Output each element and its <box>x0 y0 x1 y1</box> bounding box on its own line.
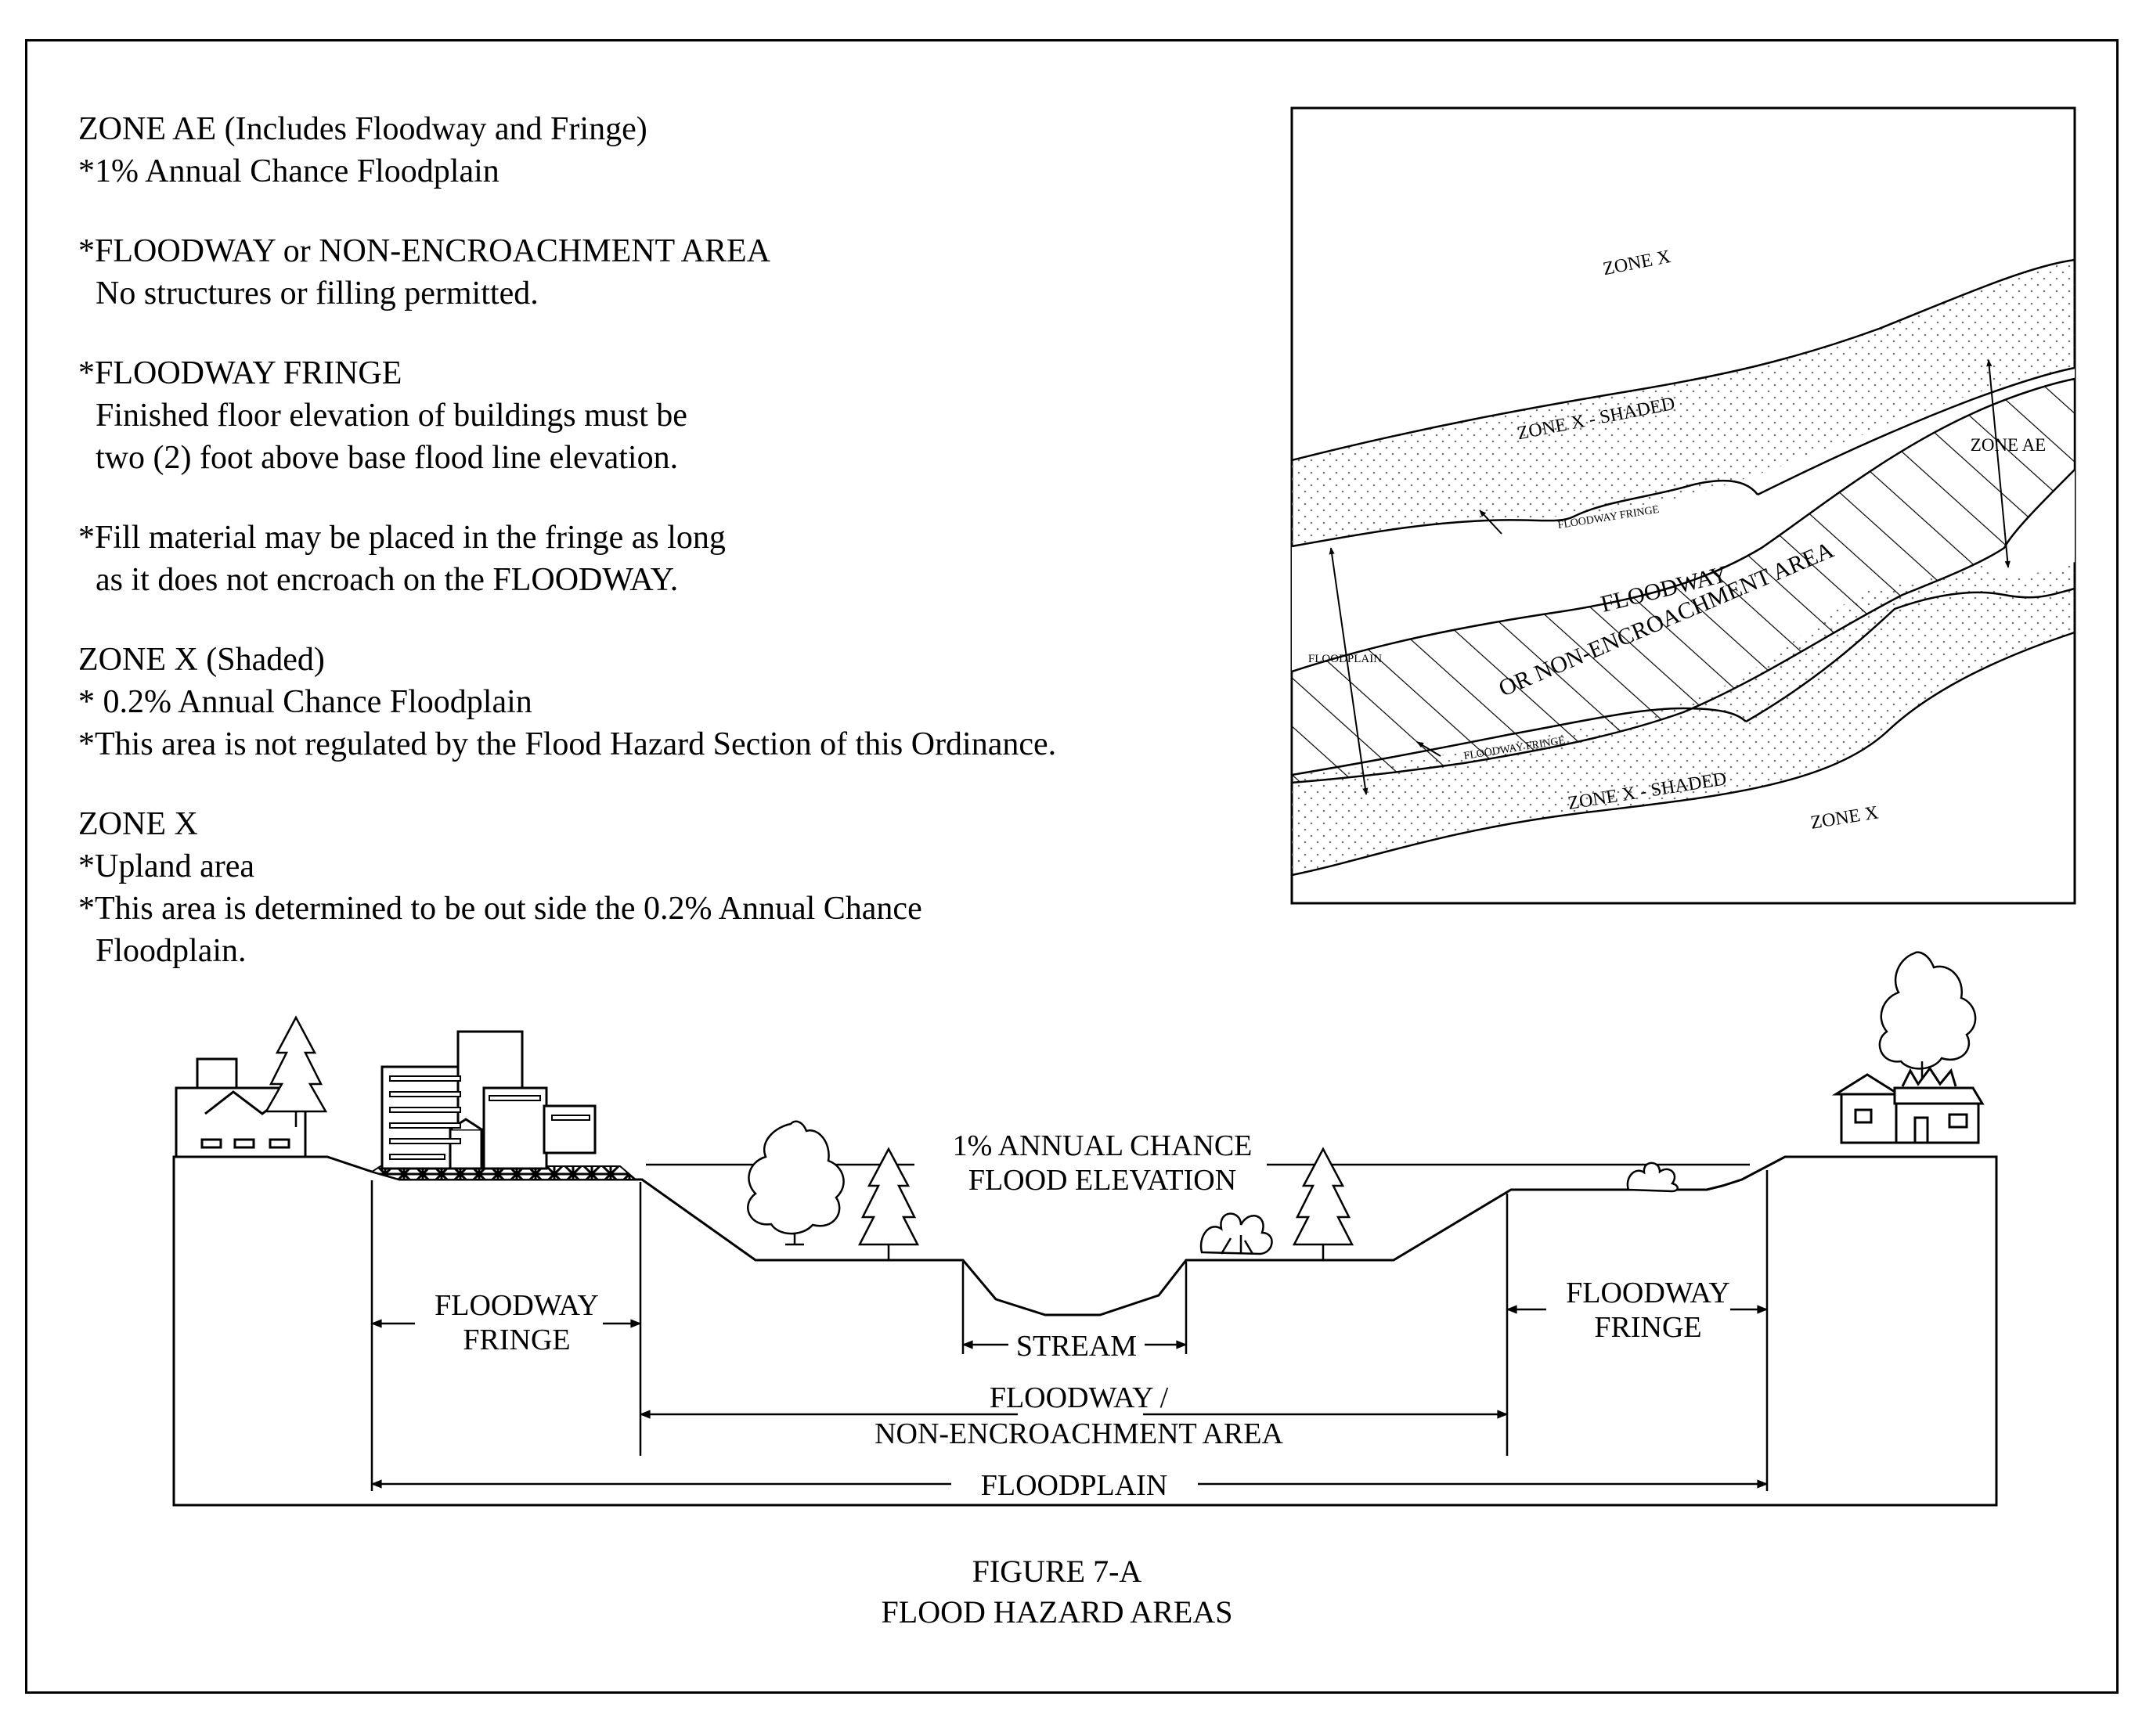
note-zone-x-line-1: *Upland area <box>78 848 255 884</box>
floodplain-boundary-bottom-west <box>1291 707 1747 776</box>
fringe-top-pointer <box>1479 510 1502 535</box>
note-floodway: *FLOODWAY or NON-ENCROACHMENT AREA No st… <box>78 230 1253 315</box>
factory-building <box>175 1057 307 1158</box>
note-fringe: *FLOODWAY FRINGE Finished floor elevatio… <box>78 352 1253 479</box>
note-zone-ae-title: ZONE AE (Includes Floodway and Fringe) <box>78 111 647 147</box>
deciduous-tree-right <box>1878 951 1977 1080</box>
zone-x-shaded-boundary-bottom <box>1291 631 2075 877</box>
office-windows <box>389 1075 590 1160</box>
note-zone-x-shaded-line-2: *This area is not regulated by the Flood… <box>78 726 1057 762</box>
note-fill: *Fill material may be placed in the frin… <box>78 517 1253 601</box>
zone-x-shaded-boundary-top <box>1291 258 2075 462</box>
house <box>1831 1066 1985 1144</box>
plan-label-floodplain: FLOODPLAIN <box>1308 653 1382 665</box>
note-fringe-line-2: two (2) foot above base flood line eleva… <box>96 440 679 476</box>
fringe-bottom-pointer <box>1416 741 1441 757</box>
label-flood-elevation-line-1: 1% ANNUAL CHANCE <box>953 1129 1253 1162</box>
plan-map: ZONE X ZONE X - SHADED ZONE AE FLOODWAY … <box>1290 106 2076 905</box>
note-zone-x: ZONE X *Upland area *This area is determ… <box>78 803 1253 972</box>
note-zone-ae-line: *1% Annual Chance Floodplain <box>78 153 499 189</box>
floodplain-boundary-top-west <box>1291 479 1758 548</box>
label-fringe-right-line-2: FRINGE <box>1594 1311 1701 1344</box>
label-fringe-left-line-2: FRINGE <box>463 1324 570 1356</box>
note-floodway-title: *FLOODWAY or NON-ENCROACHMENT AREA <box>78 233 770 269</box>
caption-title: FLOOD HAZARD AREAS <box>881 1594 1233 1630</box>
note-floodway-line: No structures or filling permitted. <box>96 276 539 312</box>
note-fill-line-1: *Fill material may be placed in the frin… <box>78 520 726 556</box>
floodway-hatched-area <box>1290 377 2076 784</box>
note-zone-x-title: ZONE X <box>78 806 198 842</box>
note-fringe-title: *FLOODWAY FRINGE <box>78 355 402 391</box>
shrub-near-stream <box>1199 1212 1273 1255</box>
label-fringe-right-line-1: FLOODWAY <box>1566 1277 1730 1309</box>
label-flood-elevation-line-2: FLOOD ELEVATION <box>968 1164 1236 1197</box>
zone-notes: ZONE AE (Includes Floodway and Fringe) *… <box>78 108 1253 1010</box>
plan-zone-ae-dimension <box>1986 359 2011 568</box>
label-floodplain: FLOODPLAIN <box>981 1469 1168 1502</box>
floodplain-boundary-bottom-east <box>1745 587 2075 723</box>
figure-frame <box>25 39 2119 1694</box>
caption-figure-number: FIGURE 7-A <box>972 1554 1142 1589</box>
note-zone-x-shaded: ZONE X (Shaded) * 0.2% Annual Chance Flo… <box>78 639 1253 765</box>
floodplain-boundary-top-east <box>1757 366 2075 496</box>
shrub-right-fringe <box>1626 1162 1679 1193</box>
evergreen-tree-2 <box>857 1147 920 1260</box>
plan-floodplain-dimension <box>1329 547 1369 795</box>
evergreen-tree-3 <box>1292 1147 1354 1260</box>
label-floodway-line-1: FLOODWAY / <box>990 1381 1169 1414</box>
note-zone-x-shaded-title: ZONE X (Shaded) <box>78 642 325 678</box>
plan-label-zone-ae: ZONE AE <box>1971 435 2046 455</box>
flood-elev-label-bg <box>914 1127 1267 1194</box>
label-floodway-line-2: NON-ENCROACHMENT AREA <box>875 1417 1283 1450</box>
label-fringe-left-line-1: FLOODWAY <box>435 1289 599 1322</box>
note-zone-x-shaded-line-1: * 0.2% Annual Chance Floodplain <box>78 684 532 720</box>
note-fill-line-2: as it does not encroach on the FLOODWAY. <box>96 562 679 598</box>
note-zone-x-line-2: *This area is determined to be out side … <box>78 891 922 927</box>
label-stream: STREAM <box>1016 1330 1137 1363</box>
cross-section: 1% ANNUAL CHANCE FLOOD ELEVATION FLOODWA… <box>172 951 1998 1507</box>
floodway-label-gap <box>1018 1403 1143 1426</box>
deciduous-tree-left <box>747 1120 845 1246</box>
note-fringe-line-1: Finished floor elevation of buildings mu… <box>96 398 687 434</box>
note-zone-ae: ZONE AE (Includes Floodway and Fringe) *… <box>78 108 1253 193</box>
note-zone-x-line-3: Floodplain. <box>96 933 247 969</box>
evergreen-tree-1 <box>264 1015 328 1127</box>
figure-caption: FIGURE 7-A FLOOD HAZARD AREAS <box>783 1551 1331 1633</box>
